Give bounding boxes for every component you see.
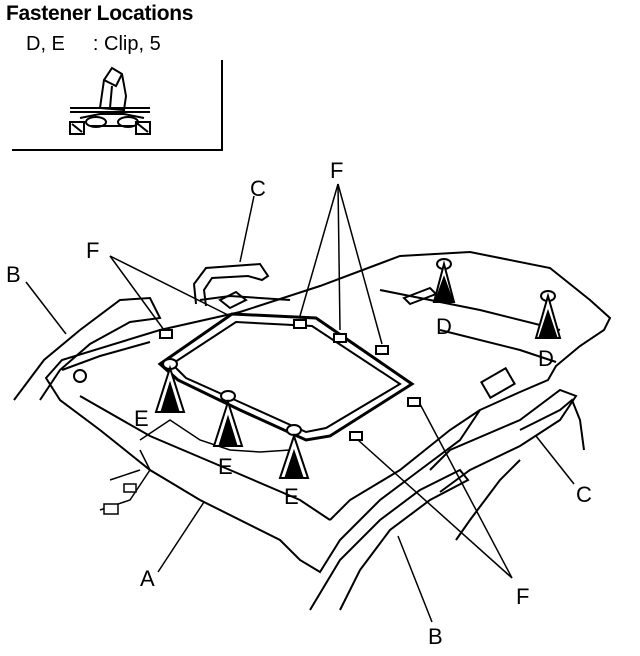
label-f-left: F <box>86 238 99 263</box>
label-b-bottom: B <box>428 624 443 649</box>
clip-e-2 <box>212 390 244 447</box>
label-f-top: F <box>330 158 343 183</box>
leader-lines <box>25 183 575 623</box>
pillar-trims <box>13 262 585 611</box>
clip-d-2 <box>534 290 562 339</box>
clip-detail-inset <box>12 60 223 151</box>
diagram-title: Fastener Locations <box>6 2 194 25</box>
legend-codes: D, E <box>26 33 65 55</box>
label-d-2: D <box>538 346 554 371</box>
headliner-panel <box>44 250 612 574</box>
clip-d-1 <box>432 258 456 303</box>
label-e-2: E <box>218 454 233 479</box>
sunroof-tabs <box>159 319 421 441</box>
clip-e-1 <box>154 358 186 413</box>
clip-markers <box>154 258 562 479</box>
label-c-top: C <box>250 176 266 201</box>
label-e-3: E <box>284 484 299 509</box>
label-a: A <box>140 566 155 591</box>
legend-description: : Clip, 5 <box>92 33 161 55</box>
label-e-1: E <box>134 406 149 431</box>
fastener-legend: D, E : Clip, 5 <box>26 33 161 56</box>
label-c-right: C <box>576 482 592 507</box>
label-f-bottom: F <box>516 584 529 609</box>
label-d-1: D <box>436 314 452 339</box>
clip-e-3 <box>278 424 310 479</box>
label-b-left: B <box>6 262 21 287</box>
